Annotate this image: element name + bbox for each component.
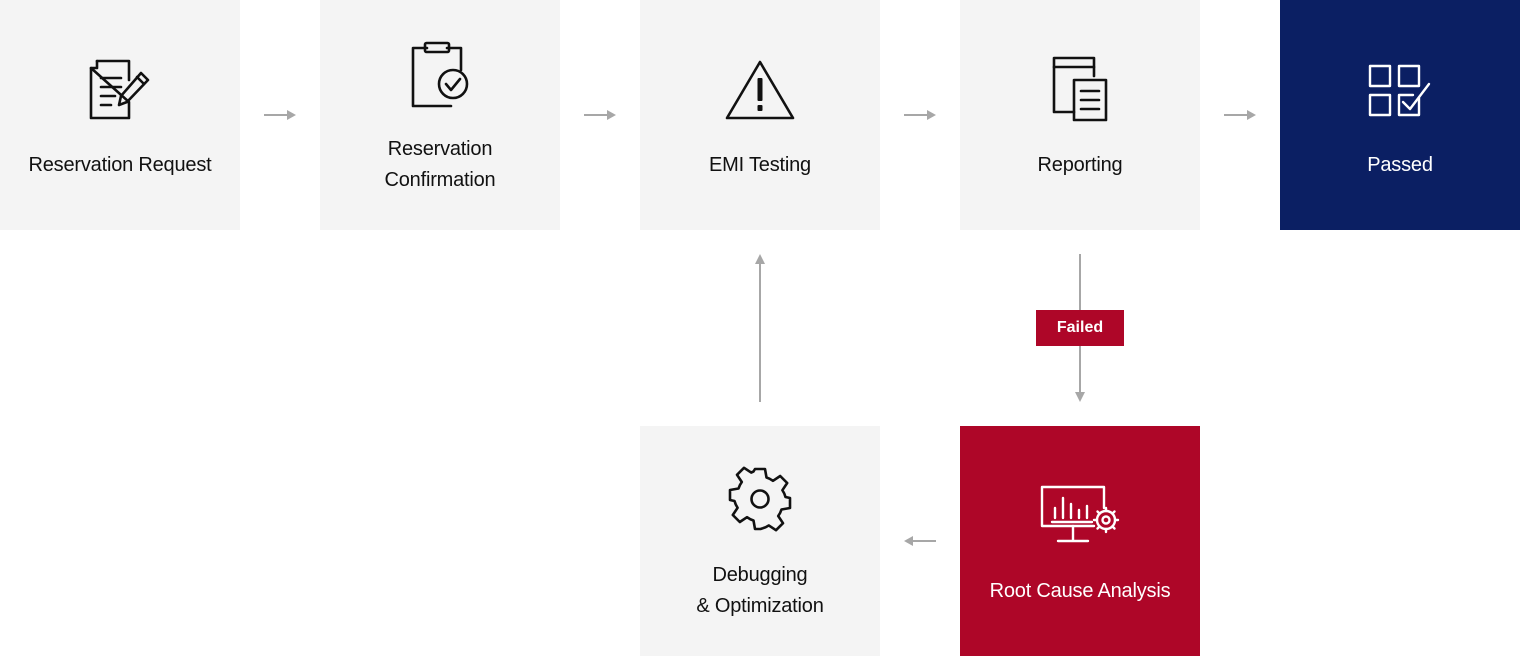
clipboard-check-icon xyxy=(411,41,469,108)
arrow-right-icon xyxy=(584,110,616,120)
step-passed: Passed xyxy=(1280,0,1520,230)
arrow-left-icon xyxy=(904,536,936,546)
gear-icon xyxy=(728,466,792,532)
arrow-right-icon xyxy=(264,110,296,120)
arrow-right-icon xyxy=(904,110,936,120)
step-label: Passed xyxy=(1367,154,1433,176)
step-label: Debugging & Optimization xyxy=(696,564,824,617)
step-reporting: Reporting xyxy=(960,0,1200,230)
arrow-up-icon xyxy=(755,254,765,402)
step-label: EMI Testing xyxy=(709,154,811,176)
step-label: Reservation Request xyxy=(28,154,212,176)
step-emi-testing: EMI Testing xyxy=(640,0,880,230)
step-reservation-request: Reservation Request xyxy=(0,0,240,230)
monitor-chart-gear-icon xyxy=(1040,485,1120,543)
report-documents-icon xyxy=(1052,56,1108,122)
document-pen-icon xyxy=(89,59,150,120)
warning-triangle-icon xyxy=(725,60,795,120)
arrow-down-icon xyxy=(1075,254,1085,402)
step-label: Root Cause Analysis xyxy=(989,580,1171,602)
step-label: Reporting xyxy=(1037,154,1123,176)
step-root-cause-analysis: Root Cause Analysis xyxy=(960,426,1200,656)
failed-badge: Failed xyxy=(1036,310,1124,346)
step-debugging-optimization: Debugging & Optimization xyxy=(640,426,880,656)
step-label: Reservation Confirmation xyxy=(384,138,496,191)
step-reservation-confirmation: Reservation Confirmation xyxy=(320,0,560,230)
arrow-right-icon xyxy=(1224,110,1256,120)
checklist-grid-icon xyxy=(1368,64,1431,117)
